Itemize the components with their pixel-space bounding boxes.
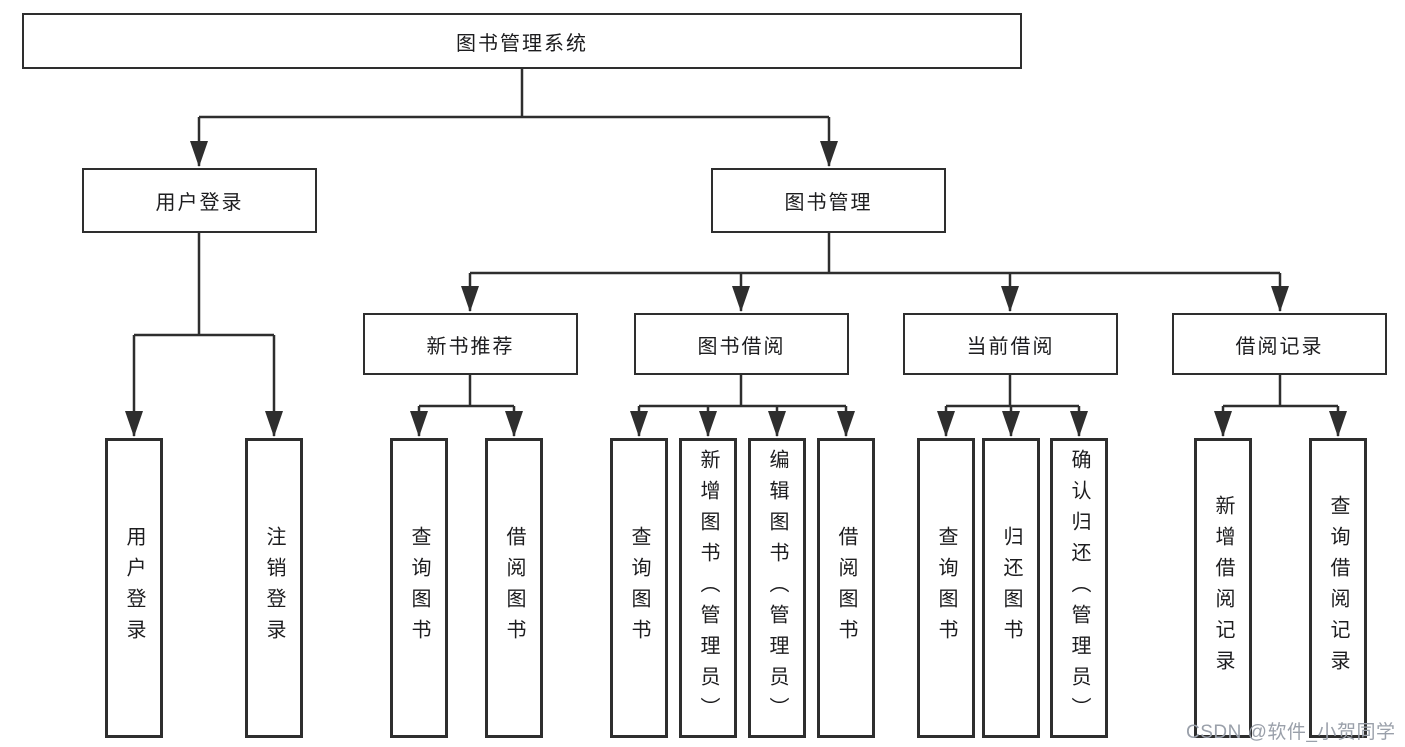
- leaf-return-book-label: 归还图书: [1000, 526, 1022, 650]
- new-book-recommend-connectors: [410, 375, 523, 437]
- current-borrow-connectors: [937, 375, 1088, 437]
- leaf-user-login-label: 用户登录: [123, 526, 145, 650]
- leaf-return-book: 归还图书: [982, 438, 1040, 738]
- leaf-query-book-recommend: 查询图书: [390, 438, 448, 738]
- node-user-login: 用户登录: [82, 168, 317, 233]
- leaf-logout: 注销登录: [245, 438, 303, 738]
- leaf-add-borrow-record-label: 新增借阅记录: [1212, 495, 1234, 681]
- leaf-add-book-admin-label: 新增图书（管理员）: [697, 448, 719, 728]
- leaf-query-borrow-record-label: 查询借阅记录: [1327, 495, 1349, 681]
- leaf-borrow-book-recommend-label: 借阅图书: [503, 526, 525, 650]
- node-borrow-record: 借阅记录: [1172, 313, 1387, 375]
- user-login-connectors: [125, 233, 283, 437]
- leaf-query-book-borrow-label: 查询图书: [628, 526, 650, 650]
- node-library-management-system: 图书管理系统: [22, 13, 1022, 69]
- node-book-borrow: 图书借阅: [634, 313, 849, 375]
- leaf-query-book-current-label: 查询图书: [935, 526, 957, 650]
- leaf-borrow-book-recommend: 借阅图书: [485, 438, 543, 738]
- csdn-watermark: CSDN @软件_小贺同学: [1186, 722, 1396, 743]
- node-new-book-recommend: 新书推荐: [363, 313, 578, 375]
- leaf-borrow-book-label: 借阅图书: [835, 526, 857, 650]
- leaf-edit-book-admin: 编辑图书（管理员）: [748, 438, 806, 738]
- leaf-add-book-admin: 新增图书（管理员）: [679, 438, 737, 738]
- borrow-record-connectors: [1214, 375, 1347, 437]
- node-book-management: 图书管理: [711, 168, 946, 233]
- book-management-connectors: [461, 233, 1289, 312]
- leaf-confirm-return-admin: 确认归还（管理员）: [1050, 438, 1108, 738]
- root-connectors: [190, 69, 838, 167]
- leaf-confirm-return-admin-label: 确认归还（管理员）: [1068, 448, 1090, 728]
- node-current-borrow: 当前借阅: [903, 313, 1118, 375]
- leaf-user-login: 用户登录: [105, 438, 163, 738]
- leaf-query-borrow-record: 查询借阅记录: [1309, 438, 1367, 738]
- leaf-query-book-current: 查询图书: [917, 438, 975, 738]
- leaf-borrow-book: 借阅图书: [817, 438, 875, 738]
- leaf-query-book-borrow: 查询图书: [610, 438, 668, 738]
- leaf-logout-label: 注销登录: [263, 526, 285, 650]
- book-borrow-connectors: [630, 375, 855, 437]
- leaf-edit-book-admin-label: 编辑图书（管理员）: [766, 448, 788, 728]
- leaf-query-book-recommend-label: 查询图书: [408, 526, 430, 650]
- leaf-add-borrow-record: 新增借阅记录: [1194, 438, 1252, 738]
